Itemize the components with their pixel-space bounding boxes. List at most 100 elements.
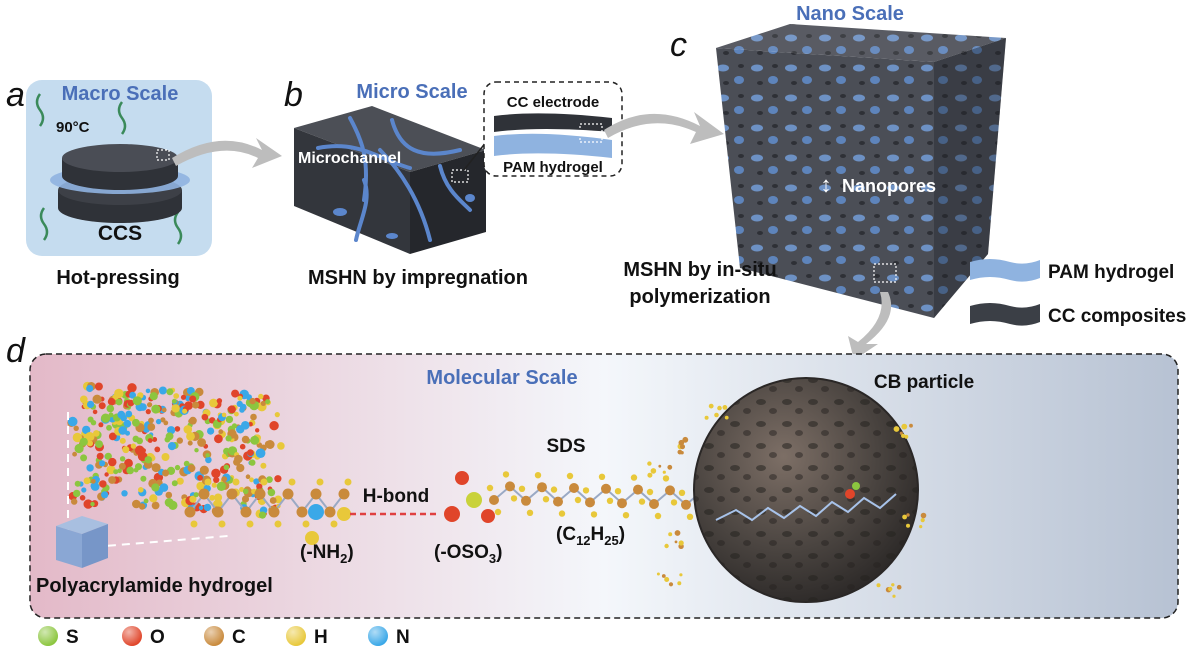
- atom: [324, 506, 336, 518]
- atom: [114, 388, 124, 399]
- atom: [218, 429, 224, 435]
- atom: [606, 497, 614, 504]
- atom: [127, 399, 135, 407]
- atom: [85, 432, 95, 442]
- atom: [145, 388, 151, 394]
- alkyl-chain-label: (C12H25): [556, 524, 625, 548]
- atom: [225, 435, 232, 442]
- atom: [209, 494, 216, 501]
- atom: [124, 458, 133, 468]
- atom: [183, 460, 190, 467]
- atom: [256, 483, 263, 490]
- atom: [680, 451, 684, 455]
- atom: [344, 478, 352, 486]
- atom: [638, 498, 646, 505]
- panel-b: b Micro Scale Microchannel CC electrode …: [284, 76, 623, 289]
- panel-letter-b: b: [284, 76, 303, 114]
- atom: [132, 418, 140, 427]
- atom: [162, 469, 170, 477]
- oxygen-atom: [455, 471, 469, 485]
- pam-chain: [184, 478, 352, 545]
- hot-pressing-caption: Hot-pressing: [56, 267, 179, 289]
- atom: [214, 493, 223, 502]
- atom: [305, 531, 319, 545]
- atom: [216, 398, 223, 404]
- atom: [194, 448, 199, 453]
- atom: [247, 449, 254, 456]
- atom: [330, 520, 338, 528]
- atom: [149, 392, 158, 401]
- atom: [79, 437, 88, 446]
- cb-particle-label: CB particle: [874, 372, 974, 393]
- atom: [896, 584, 902, 590]
- atom: [489, 495, 499, 505]
- atom: [197, 474, 204, 481]
- atom: [255, 448, 266, 459]
- atom: [906, 523, 910, 528]
- arrow-c-to-d-icon: [848, 292, 892, 360]
- atom: [265, 399, 271, 405]
- atom: [258, 393, 264, 400]
- atom: [234, 411, 239, 417]
- atom: [192, 401, 200, 409]
- atom: [674, 540, 678, 544]
- atom: [269, 421, 279, 431]
- atom: [152, 437, 158, 442]
- atom: [183, 425, 193, 434]
- atom: [225, 415, 234, 424]
- arrow-b-to-c-icon: [604, 112, 724, 144]
- atom: [74, 443, 84, 454]
- atom: [250, 435, 260, 445]
- macro-scale-title: Macro Scale: [62, 83, 179, 105]
- temperature-label: 90°C: [56, 119, 90, 136]
- atom: [260, 478, 268, 486]
- atom: [646, 488, 654, 496]
- atom: [902, 514, 907, 520]
- atom: [161, 453, 170, 461]
- atom: [274, 412, 280, 418]
- atom: [266, 476, 273, 483]
- atom-h-label: H: [314, 627, 328, 648]
- atom: [526, 509, 534, 516]
- nanopores-label: Nanopores: [842, 176, 936, 196]
- atom: [122, 446, 130, 454]
- nh2-group-label: (-NH2): [300, 542, 354, 566]
- atom-legend-s: S: [38, 626, 79, 648]
- atom: [682, 436, 689, 443]
- atom: [891, 583, 895, 587]
- atom: [133, 467, 139, 473]
- atom: [234, 454, 243, 464]
- atom-legend-c: C: [204, 626, 246, 648]
- atom: [920, 512, 927, 519]
- cc-pam-inset: CC electrode PAM hydrogel: [483, 81, 623, 177]
- legend-pam-hydrogel-label: PAM hydrogel: [1048, 262, 1174, 283]
- atom: [176, 437, 183, 444]
- atom: [296, 506, 308, 518]
- atom: [151, 404, 161, 414]
- atom: [198, 505, 204, 510]
- atom: [310, 488, 322, 500]
- atom: [704, 415, 709, 420]
- atom-legend: S O C H N: [38, 626, 410, 648]
- sds-molecule: [444, 471, 710, 523]
- atom: [204, 478, 212, 486]
- atom: [173, 393, 180, 399]
- atom: [231, 423, 238, 429]
- atom: [249, 477, 254, 483]
- atom: [237, 395, 243, 401]
- atom: [174, 464, 181, 471]
- atom: [134, 445, 145, 456]
- atom: [171, 404, 180, 413]
- atom: [888, 586, 893, 592]
- atom: [140, 475, 147, 482]
- atom: [267, 488, 276, 497]
- atom-n-label: N: [396, 627, 410, 648]
- atom: [566, 472, 574, 480]
- atom: [80, 395, 88, 404]
- atom: [101, 413, 111, 423]
- heat-wave-icon: [39, 207, 49, 241]
- atom: [288, 478, 296, 486]
- atom: [160, 417, 166, 423]
- microchannel-label: Microchannel: [298, 150, 401, 167]
